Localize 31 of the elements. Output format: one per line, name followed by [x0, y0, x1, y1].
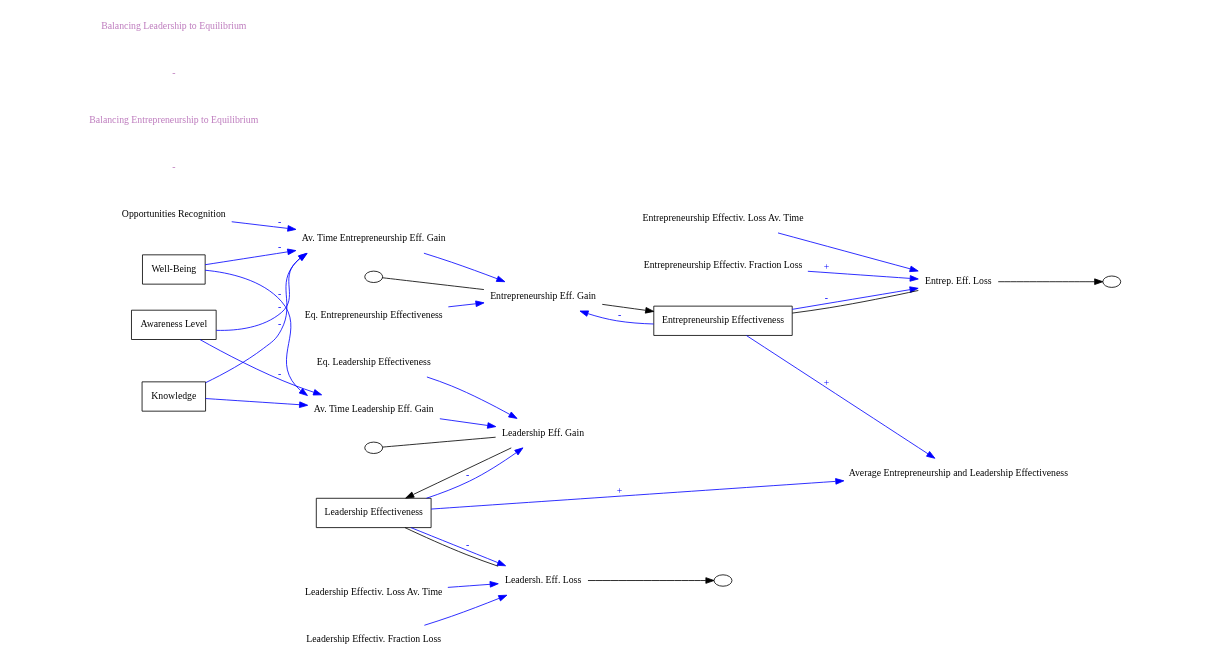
- edge-label: -: [824, 291, 829, 303]
- edge-label: +: [616, 484, 623, 496]
- edge-label: +: [823, 376, 830, 388]
- node-text: Leadership Effectiv. Loss Av. Time: [305, 586, 443, 598]
- label: Balancing Entrepreneurship to Equilibrium: [89, 114, 259, 126]
- node-text: Leadership Eff. Gain: [502, 426, 585, 438]
- label: -: [172, 161, 176, 173]
- node-text: Entrepreneurship Effectiv. Fraction Loss: [643, 258, 803, 270]
- edge-label: -: [278, 317, 282, 329]
- node-text: Leadership Effectiv. Fraction Loss: [306, 633, 442, 645]
- edge-label: +: [823, 260, 830, 272]
- node-text: Average Entrepreneurship and Leadership Effectiveness: [848, 466, 1068, 478]
- node-text: Av. Time Entrepreneurship Eff. Gain: [301, 232, 446, 244]
- node-text: Opportunities Recognition: [121, 208, 226, 220]
- edge-label: -: [617, 309, 622, 321]
- edge-label: -: [278, 367, 282, 379]
- edge-label: -: [278, 241, 282, 253]
- label: Balancing Leadership to Equilibrium: [101, 19, 247, 31]
- node-text: Entrepreneurship Eff. Gain: [490, 289, 596, 301]
- node-text: Av. Time Leadership Eff. Gain: [313, 403, 434, 415]
- node-text: Entrepreneurship Effectiv. Loss Av. Time: [642, 211, 804, 223]
- edge-label: -: [278, 287, 282, 299]
- edge-label: -: [278, 216, 282, 228]
- node-text: Eq. Entrepreneurship Effectiveness: [304, 308, 443, 320]
- label: -: [172, 66, 176, 78]
- edge-label: -: [466, 538, 470, 550]
- edge-label: -: [278, 300, 282, 312]
- node-text: Eq. Leadership Effectiveness: [316, 355, 431, 367]
- node-text: Entrep. Eff. Loss: [925, 275, 992, 287]
- edge-label: -: [466, 469, 470, 481]
- node-text: Leadersh. Eff. Loss: [504, 574, 582, 586]
